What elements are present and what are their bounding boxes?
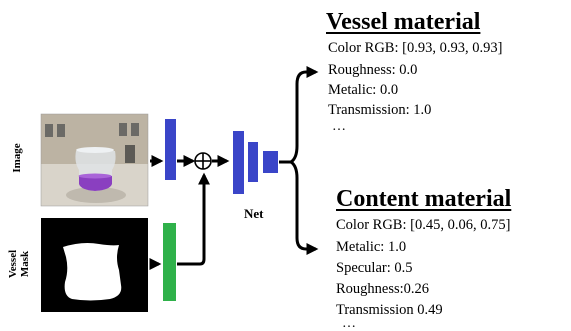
- vessel-mask-image: [41, 218, 148, 312]
- mask-feature-bar: [163, 223, 176, 301]
- content-more-ellipsis: …: [342, 316, 357, 331]
- image-feature-bar: [165, 119, 176, 180]
- vessel-property: Transmission: 1.0: [328, 102, 432, 118]
- to-vessel-material-arrow: [290, 66, 319, 164]
- vessel-property: Metalic: 0.0: [328, 82, 399, 98]
- content-property: Specular: 0.5: [336, 260, 413, 276]
- content-property: Color RGB: [0.45, 0.06, 0.75]: [336, 217, 511, 233]
- content-property: Transmission 0.49: [336, 302, 443, 318]
- to-content-material-arrow: [290, 160, 319, 255]
- image-input-label: Image: [11, 143, 23, 173]
- combine-circle-plus-icon: [194, 152, 212, 170]
- mask-label-line1: Vessel: [7, 249, 19, 279]
- content-property: Roughness:0.26: [336, 281, 430, 297]
- net-label: Net: [244, 206, 264, 221]
- mask-input-label: Vessel Mask: [7, 239, 34, 289]
- content-material-title: Content material: [336, 186, 512, 212]
- net-encoder-blocks: [233, 131, 278, 194]
- mask-to-combine-arrow: [177, 172, 210, 266]
- mask-label-line2: Mask: [18, 250, 31, 278]
- vessel-property: Roughness: 0.0: [328, 62, 418, 78]
- content-property: Metalic: 1.0: [336, 239, 407, 255]
- vessel-material-title: Vessel material: [326, 9, 481, 35]
- vessel-property: Color RGB: [0.93, 0.93, 0.93]: [328, 40, 503, 56]
- input-image-photo: [40, 113, 149, 207]
- vessel-more-ellipsis: …: [332, 119, 347, 134]
